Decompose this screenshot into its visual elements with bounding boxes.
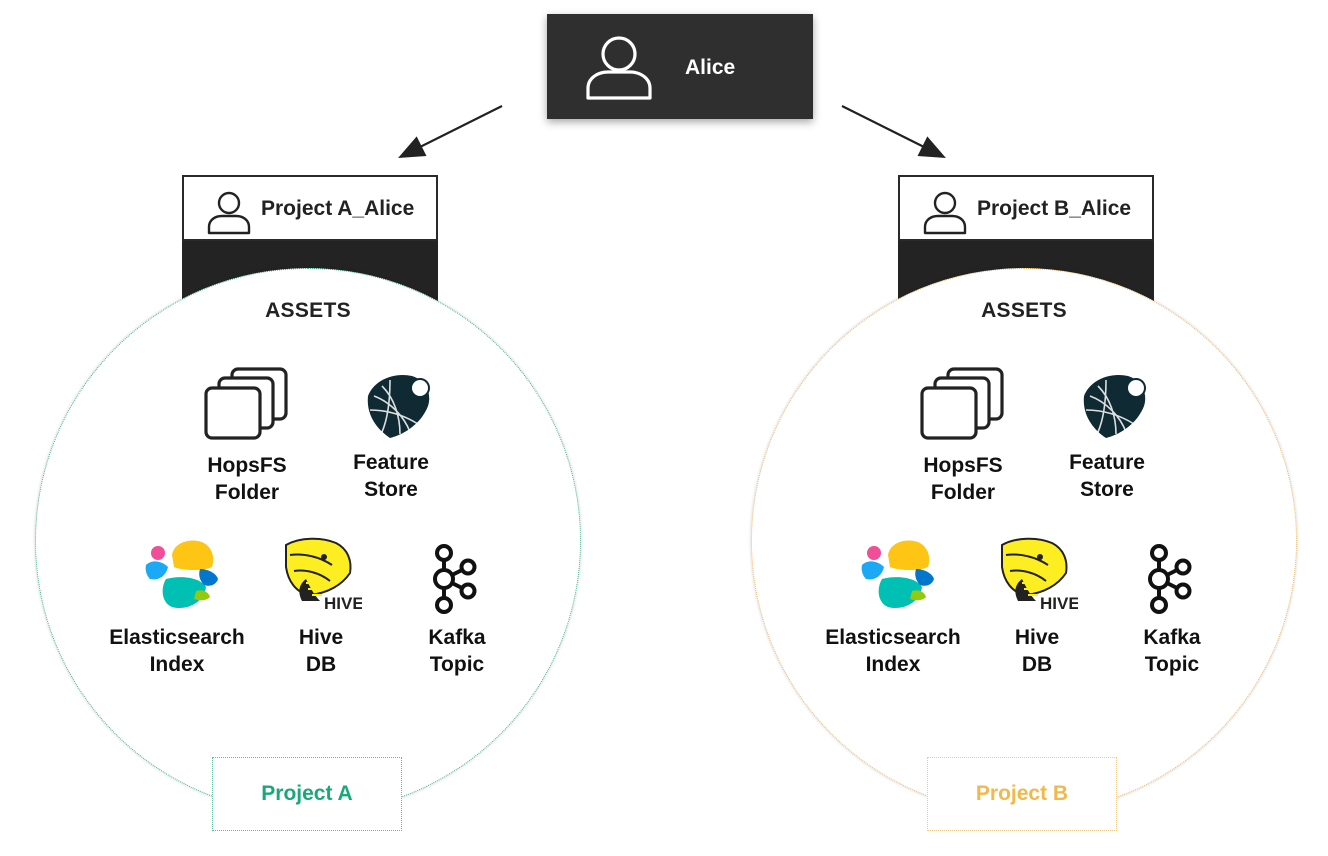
project-member-name: Project B_Alice — [977, 197, 1132, 220]
hive-logo[interactable]: HIVE — [280, 535, 362, 613]
feature-store-icon[interactable] — [360, 372, 432, 440]
elasticsearch-logo[interactable] — [860, 539, 936, 611]
user-alice-box[interactable]: Alice — [547, 14, 813, 119]
hive-logo-text: HIVE — [1040, 594, 1078, 613]
elasticsearch-logo[interactable] — [144, 539, 220, 611]
assets-title: ASSETS — [265, 299, 351, 322]
user-name: Alice — [685, 56, 736, 79]
project-b-member-header[interactable]: Project B_Alice — [898, 175, 1154, 241]
hive-logo-text: HIVE — [324, 594, 362, 613]
assets-title: ASSETS — [981, 299, 1067, 322]
user-icon — [586, 36, 652, 100]
project-member-name: Project A_Alice — [261, 197, 415, 220]
arrow-to-project-b — [841, 105, 946, 158]
stacked-folders-icon[interactable] — [920, 366, 1006, 442]
project-b-label[interactable]: Project B — [927, 757, 1117, 831]
project-a-label[interactable]: Project A — [212, 757, 402, 831]
user-icon — [923, 191, 967, 235]
project-a-member-header[interactable]: Project A_Alice — [182, 175, 438, 241]
kafka-logo[interactable] — [1143, 543, 1193, 615]
hive-logo[interactable]: HIVE — [996, 535, 1078, 613]
feature-store-icon[interactable] — [1076, 372, 1148, 440]
stacked-folders-icon[interactable] — [204, 366, 290, 442]
arrow-to-project-a — [398, 105, 503, 158]
user-icon — [207, 191, 251, 235]
kafka-logo[interactable] — [428, 543, 478, 615]
